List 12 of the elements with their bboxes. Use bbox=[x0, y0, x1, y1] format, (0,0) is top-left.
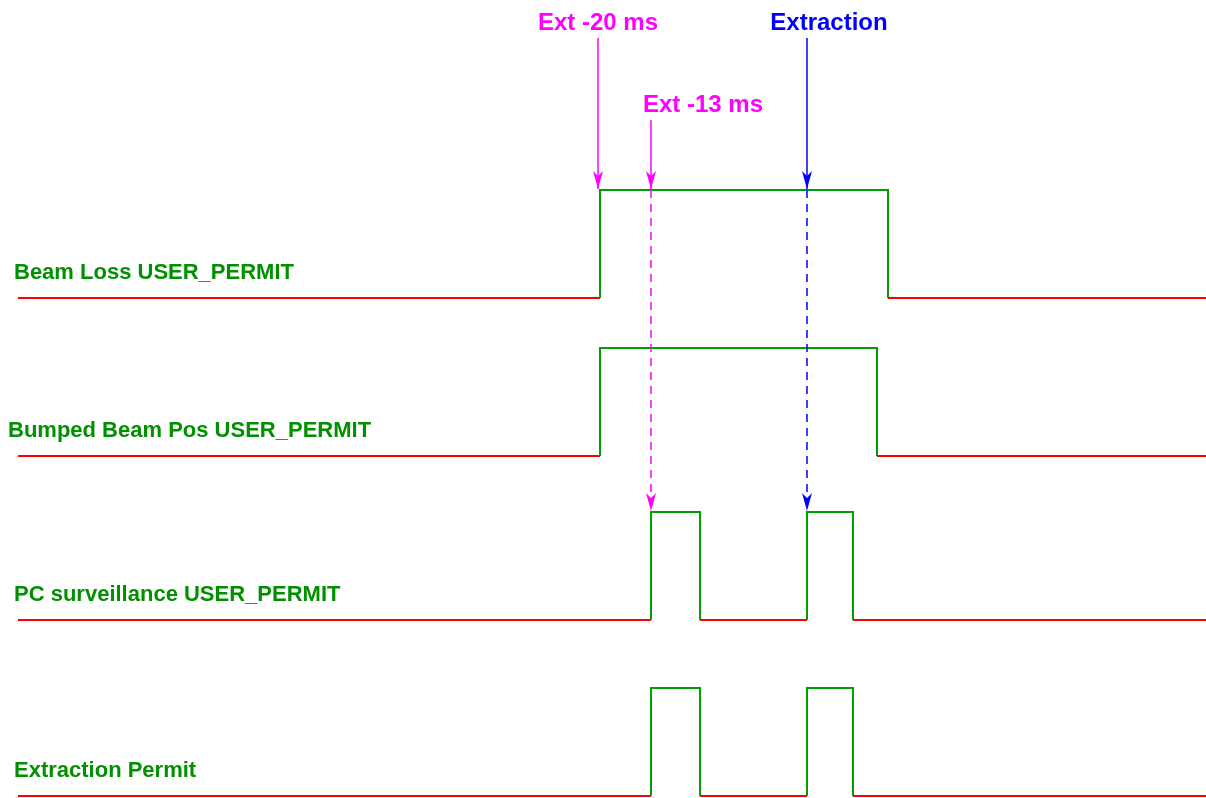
signal-name: PC surveillance USER_PERMIT bbox=[14, 583, 341, 605]
arrow bbox=[646, 189, 656, 512]
arrow bbox=[802, 189, 812, 512]
signal-name: Bumped Beam Pos USER_PERMIT bbox=[8, 419, 372, 441]
arrow bbox=[593, 37, 603, 190]
arrow bbox=[646, 119, 656, 190]
event-label: Ext -13 ms bbox=[642, 92, 764, 116]
arrow bbox=[802, 37, 812, 190]
event-label: Ext -20 ms bbox=[537, 10, 659, 34]
signal-name: Extraction Permit bbox=[14, 759, 197, 781]
signal-name: Beam Loss USER_PERMIT bbox=[14, 261, 294, 283]
event-label: Extraction bbox=[770, 10, 888, 34]
